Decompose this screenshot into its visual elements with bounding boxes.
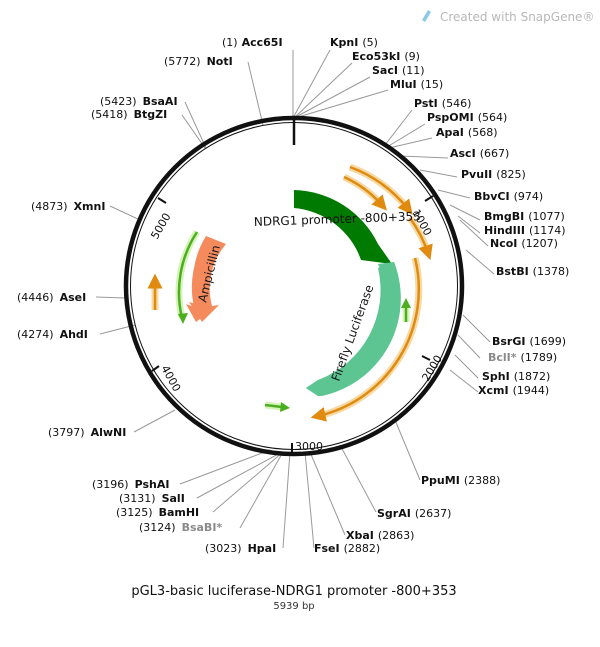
- site-hpai: (3023)HpaI: [205, 542, 276, 555]
- site-ncoi: NcoI(1207): [490, 237, 558, 250]
- site-acc65i: (1)Acc65I: [222, 36, 283, 49]
- site-pvuii: PvuII(825): [461, 168, 526, 181]
- site-bstbi: BstBI(1378): [496, 265, 569, 278]
- tick-label-3000: 3000: [295, 440, 323, 453]
- site-bbvci: BbvCI(974): [474, 190, 543, 203]
- site-xbai: XbaI(2863): [346, 529, 414, 542]
- site-saci: SacI(11): [372, 64, 425, 77]
- site-bcli: BclI*(1789): [488, 351, 557, 364]
- site-kpni: KpnI(5): [330, 36, 378, 49]
- firefly-luciferase-body: [306, 262, 401, 396]
- site-fsei: FseI(2882): [314, 542, 380, 555]
- site-bmgbi: BmgBI(1077): [484, 210, 565, 223]
- site-eco53ki: Eco53kI(9): [352, 50, 420, 63]
- plasmid-length: 5939 bp: [273, 601, 314, 612]
- site-bsrgi: BsrGI(1699): [492, 335, 566, 348]
- tick-label-5000: 5000: [148, 211, 173, 242]
- site-asei: (4446)AseI: [17, 291, 86, 304]
- green-arrows: [175, 230, 411, 412]
- site-noti: (5772)NotI: [164, 55, 233, 68]
- site-bsabi: (3124)BsaBI*: [139, 521, 222, 534]
- ampicillin-feature: [186, 240, 214, 322]
- site-pspomi: PspOMI(564): [427, 111, 507, 124]
- site-asci: AscI(667): [450, 147, 509, 160]
- leader-lines: [95, 49, 495, 549]
- site-mlui: MluI(15): [390, 78, 443, 91]
- site-pshai: (3196)PshAI: [92, 478, 169, 491]
- site-xmni: (4873)XmnI: [31, 200, 105, 213]
- orf-arrows: [147, 163, 433, 422]
- site-bamhi: (3125)BamHI: [116, 506, 199, 519]
- site-sphi: SphI(1872): [482, 370, 550, 383]
- site-hindiii: HindIII(1174): [484, 224, 566, 237]
- site-sgrai: SgrAI(2637): [377, 507, 451, 520]
- site-apai: ApaI(568): [436, 126, 498, 139]
- site-ppumi: PpuMI(2388): [421, 474, 500, 487]
- site-btgzi: (5418)BtgZI: [91, 108, 167, 121]
- tick-marks: [151, 195, 434, 452]
- firefly-luciferase-feature: [306, 262, 401, 396]
- site-bsaai: (5423)BsaAI: [100, 95, 178, 108]
- snapgene-logo-icon: [422, 10, 431, 22]
- site-ahdi: (4274)AhdI: [17, 328, 88, 341]
- ndrg1-promoter-feature: [294, 190, 392, 264]
- ampicillin-body: [189, 236, 226, 322]
- plasmid-title: pGL3-basic luciferase-NDRG1 promoter -80…: [131, 584, 456, 599]
- ndrg1-promoter-label: NDRG1 promoter -800+353: [254, 209, 421, 229]
- watermark-text: Created with SnapGene®: [440, 10, 594, 24]
- site-xcmi: XcmI(1944): [478, 384, 549, 397]
- site-alwni: (3797)AlwNI: [48, 426, 126, 439]
- site-sali: (3131)SalI: [119, 492, 185, 505]
- site-psti: PstI(546): [414, 97, 471, 110]
